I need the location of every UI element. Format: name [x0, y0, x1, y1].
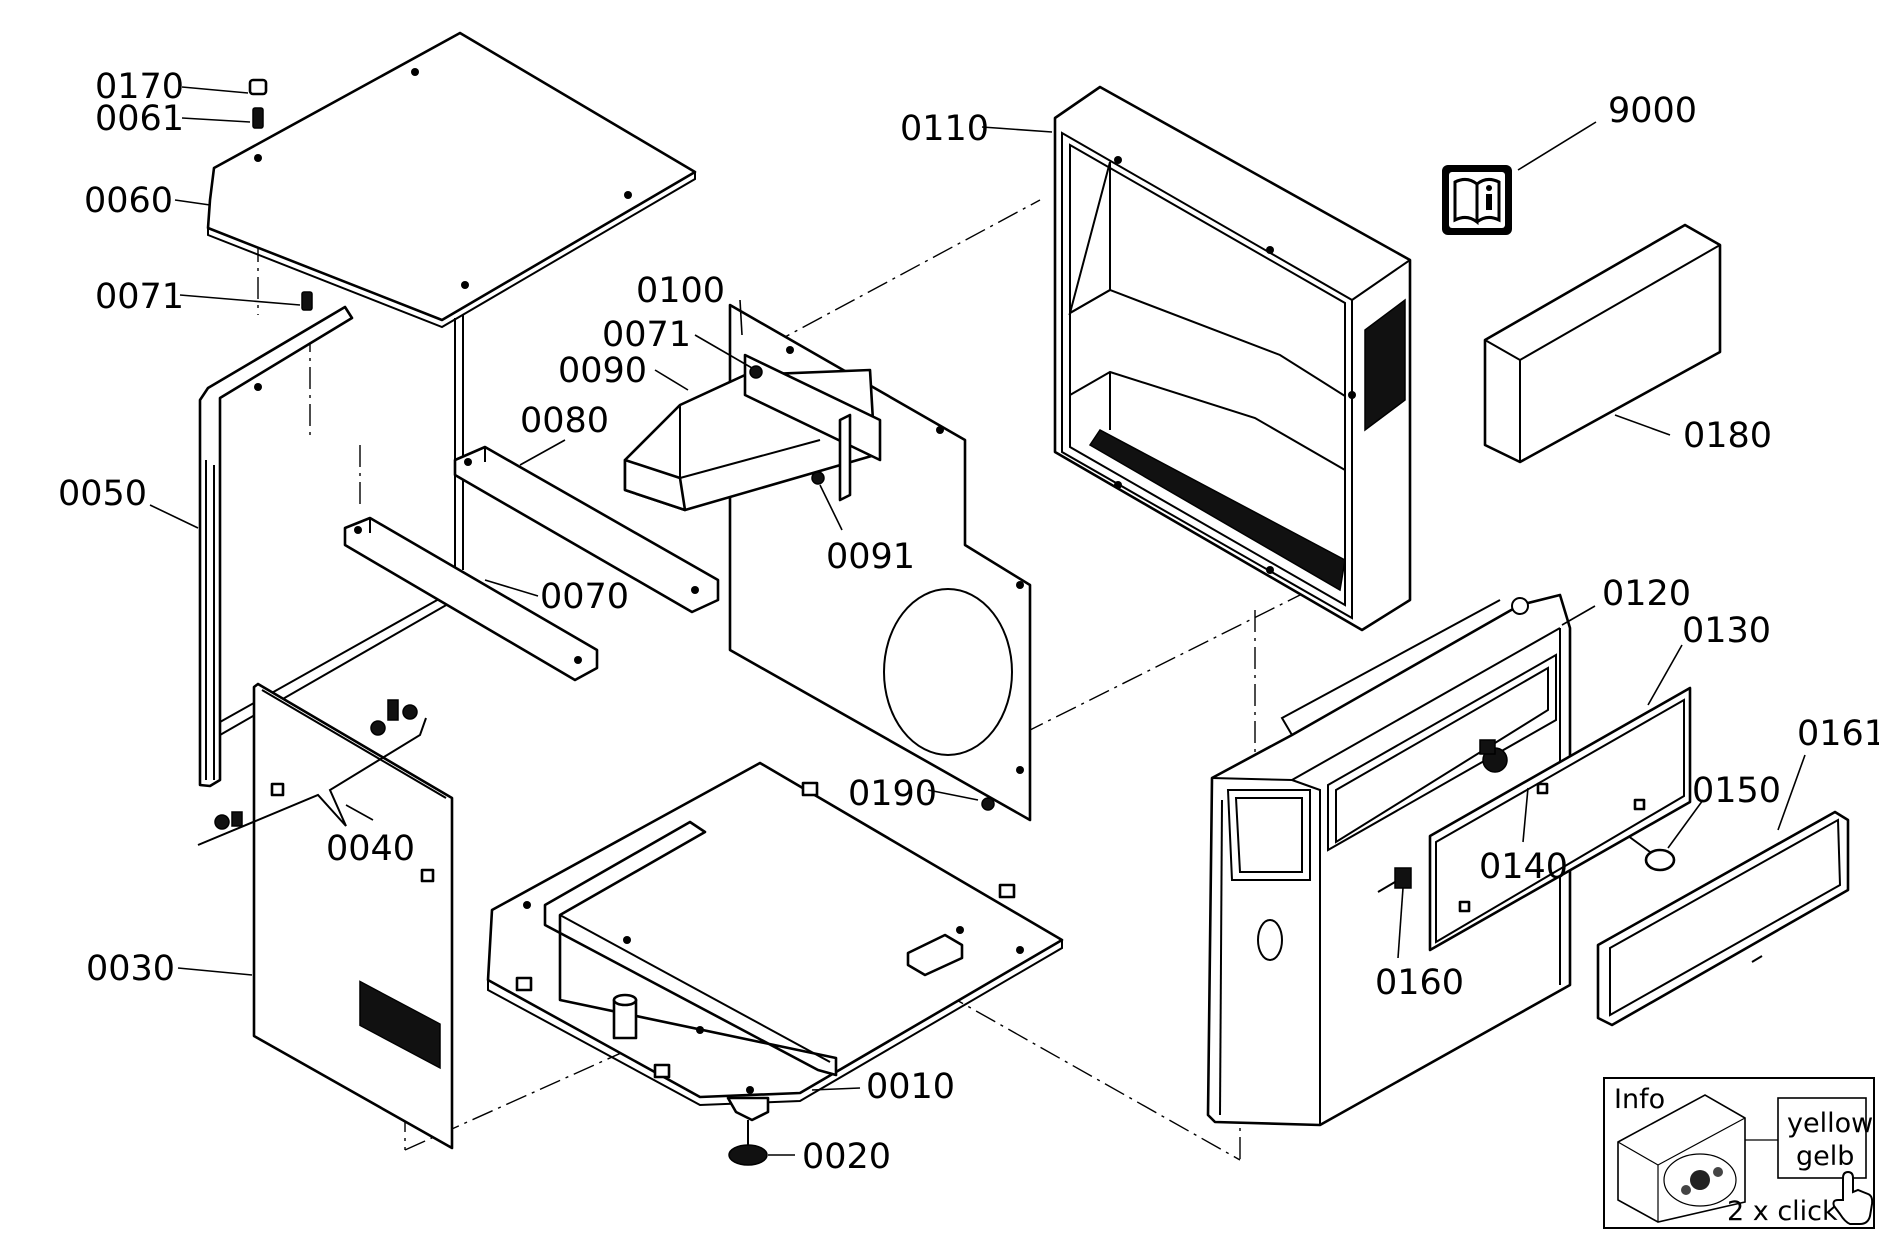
label-0180: 0180 — [1683, 416, 1772, 456]
part-0080-bracket[interactable] — [453, 445, 720, 614]
label-0071-left: 0071 — [95, 277, 184, 317]
label-9000: 9000 — [1608, 91, 1697, 131]
part-0180-box[interactable] — [1483, 223, 1722, 464]
label-0010: 0010 — [866, 1067, 955, 1107]
part-0040-lock-cable[interactable] — [197, 699, 427, 846]
label-0060: 0060 — [84, 181, 173, 221]
label-0161: 0161 — [1797, 714, 1879, 754]
part-0020-foot[interactable] — [726, 1096, 770, 1166]
part-0010-base-plate[interactable] — [486, 761, 1064, 1107]
part-0070-rail[interactable] — [343, 516, 599, 682]
part-0190-screw[interactable] — [981, 797, 995, 811]
part-0091-screw[interactable] — [811, 471, 825, 485]
label-0100: 0100 — [636, 271, 725, 311]
part-labels: 0170 0061 0060 0071 0050 0100 0071 0090 … — [58, 67, 1879, 1177]
label-0110: 0110 — [900, 109, 989, 149]
part-0090-air-duct[interactable] — [623, 353, 882, 512]
info-color-de: gelb — [1796, 1141, 1854, 1172]
part-0071-screw-duct[interactable] — [749, 365, 763, 379]
label-0190: 0190 — [848, 774, 937, 814]
part-0161-gasket[interactable] — [1596, 810, 1850, 1027]
label-0030: 0030 — [86, 949, 175, 989]
label-0050: 0050 — [58, 474, 147, 514]
label-0120: 0120 — [1602, 574, 1691, 614]
part-0110-housing[interactable] — [1053, 85, 1412, 632]
leader-lines — [149, 86, 1806, 1156]
part-0071-screw[interactable] — [301, 291, 313, 311]
label-0020: 0020 — [802, 1137, 891, 1177]
label-0040: 0040 — [326, 829, 415, 869]
info-color-en: yellow — [1787, 1108, 1873, 1139]
label-0140: 0140 — [1479, 847, 1568, 887]
hand-pointer-icon — [1832, 1170, 1874, 1225]
label-0070: 0070 — [540, 577, 629, 617]
part-0170-screw-cap[interactable] — [248, 78, 268, 96]
part-0030-side-panel[interactable] — [252, 682, 454, 1150]
cylinder-on-base — [612, 993, 638, 1040]
label-0130: 0130 — [1682, 611, 1771, 651]
part-0130-door-panel[interactable] — [1428, 686, 1692, 952]
label-0080: 0080 — [520, 401, 609, 441]
label-0160: 0160 — [1375, 963, 1464, 1003]
label-0091: 0091 — [826, 537, 915, 577]
info-hint: 2 x click — [1727, 1196, 1838, 1227]
label-0071-duct: 0071 — [602, 315, 691, 355]
part-0050-frame[interactable] — [198, 305, 464, 788]
part-9000-manual-icon[interactable] — [1442, 165, 1512, 235]
part-0061-screw[interactable] — [252, 107, 264, 129]
part-0060-top-cover[interactable] — [206, 31, 697, 329]
info-title: Info — [1614, 1084, 1665, 1115]
label-0090: 0090 — [558, 351, 647, 391]
label-0061: 0061 — [95, 99, 184, 139]
info-box[interactable]: Info yellow gelb 2 x click — [1603, 1077, 1875, 1229]
label-0170: 0170 — [95, 67, 184, 107]
label-0150: 0150 — [1692, 771, 1781, 811]
info-thumbnail — [1617, 1094, 1778, 1223]
